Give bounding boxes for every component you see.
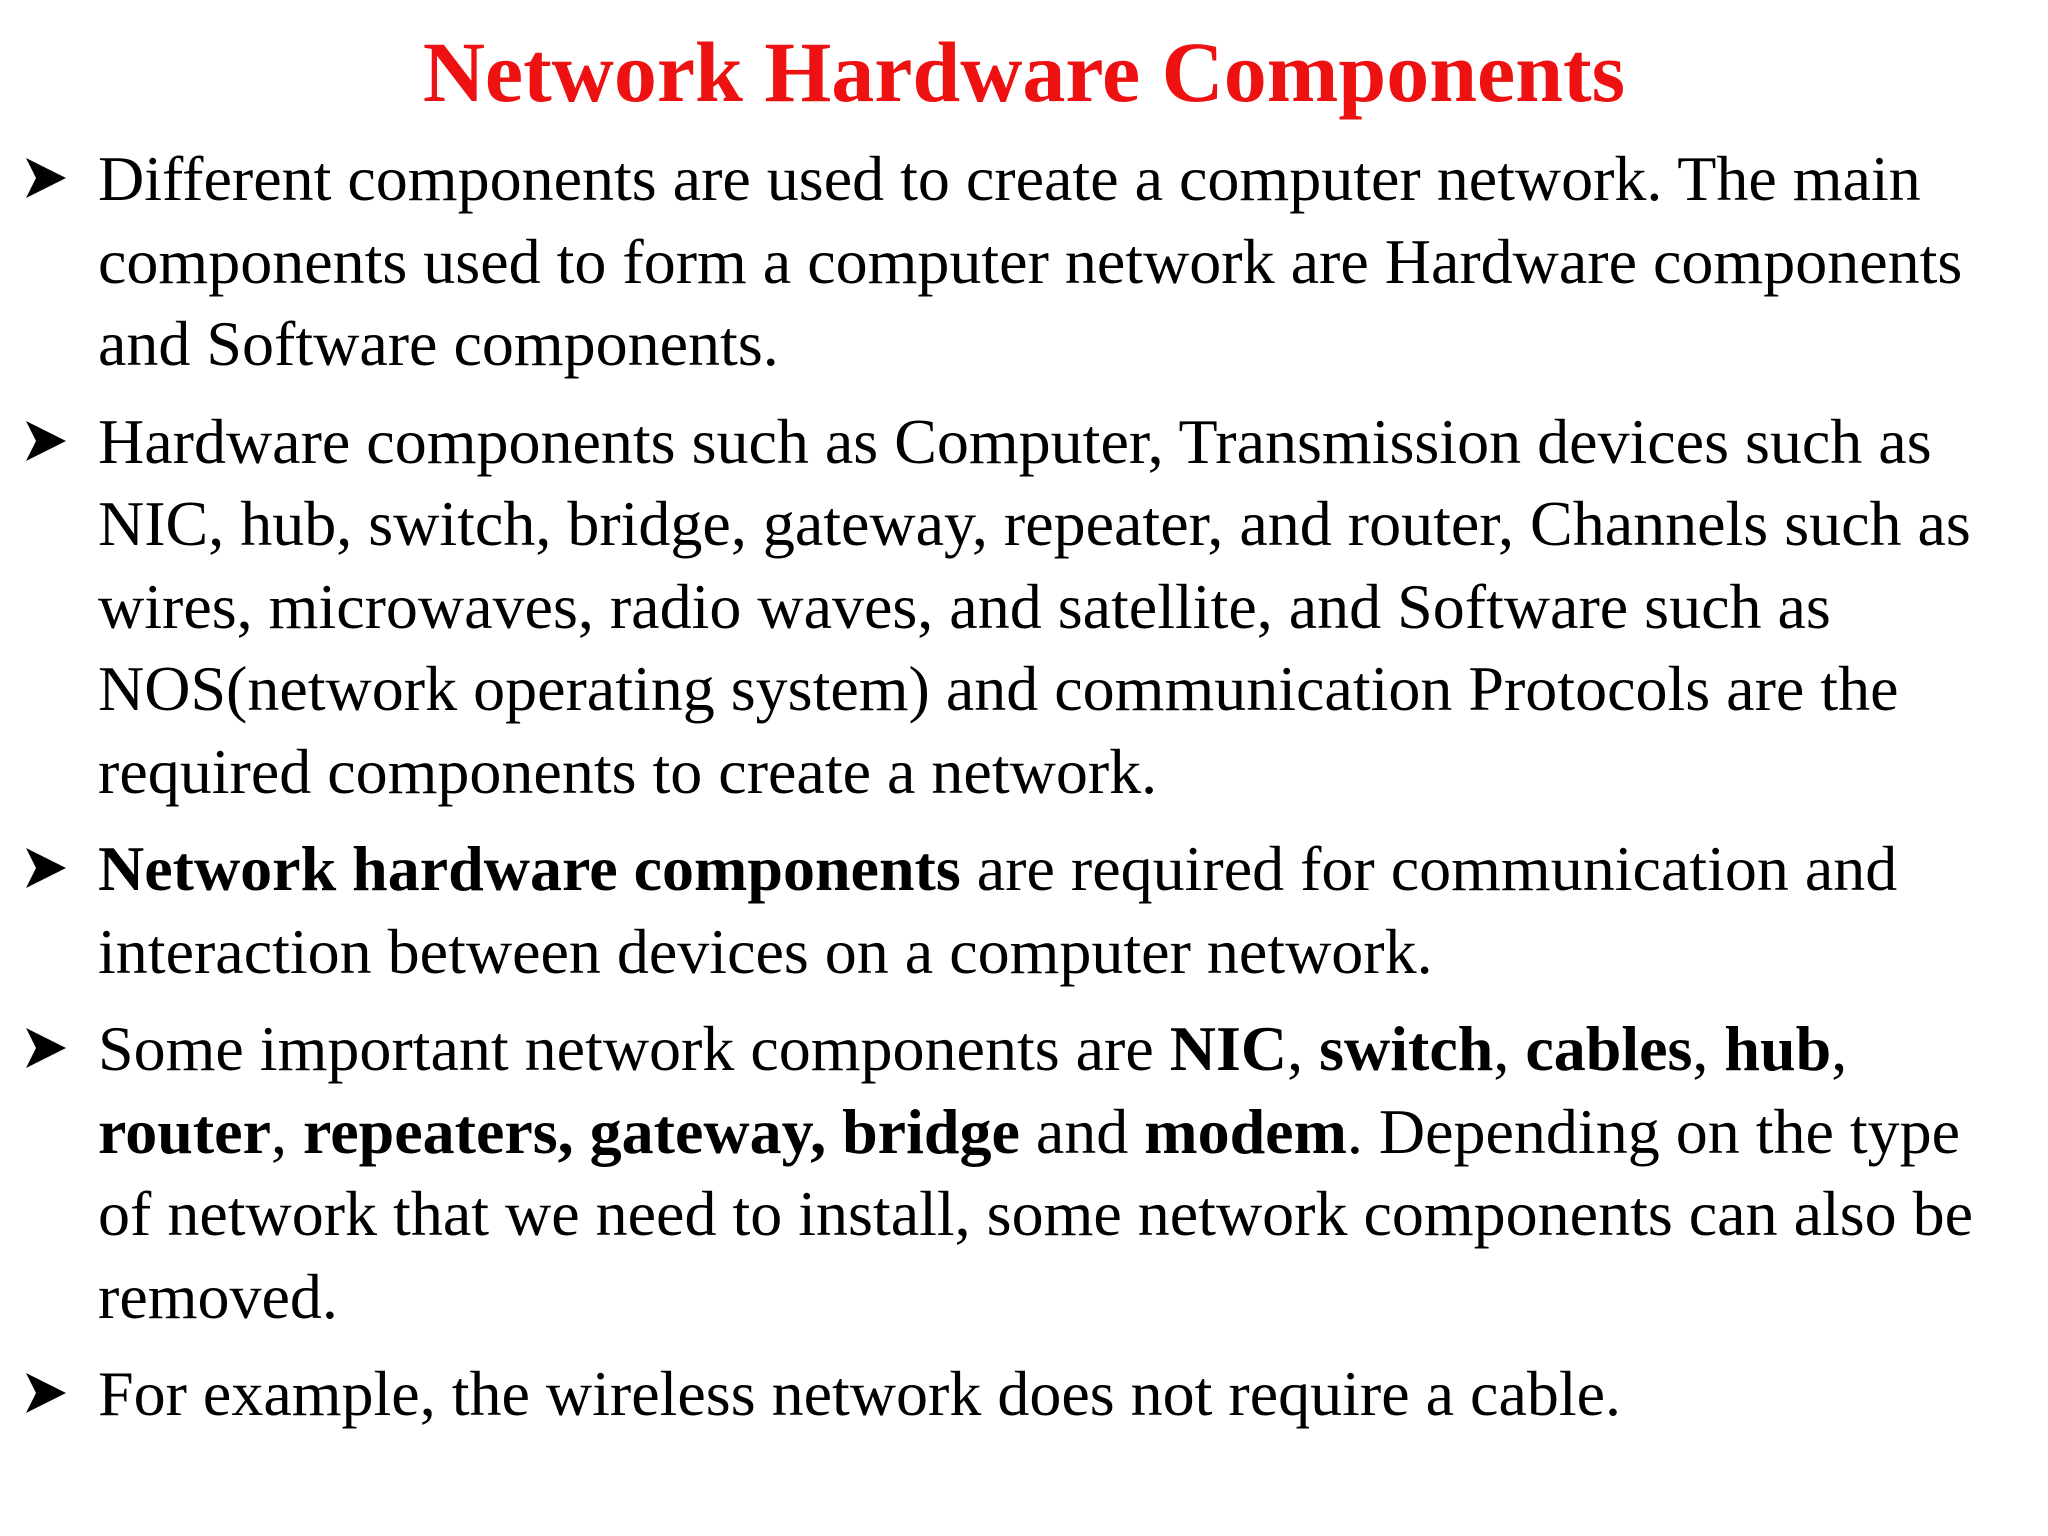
bullet-list: Different components are used to create … (0, 138, 2048, 1451)
separator: , (1831, 1013, 1848, 1084)
bullet-text: . Depending on the type of network that … (98, 1095, 1974, 1332)
bullet-text: Some important network components are (98, 1013, 1170, 1084)
bullet-text: Hardware components such as Computer, Tr… (98, 405, 1971, 807)
arrow-bullet-icon (24, 1026, 68, 1070)
bullet-item-2: Hardware components such as Computer, Tr… (0, 401, 2048, 814)
separator: , (270, 1095, 303, 1167)
arrow-bullet-icon (24, 846, 68, 890)
separator: , (1287, 1013, 1320, 1084)
bullet-text: For example, the wireless network does n… (98, 1358, 1622, 1429)
separator: , (1493, 1013, 1526, 1084)
component-hub: hub (1724, 1013, 1832, 1084)
bullet-item-4: Some important network components are NI… (0, 1008, 2048, 1338)
bullet-bold-lead: Network hardware components (98, 833, 961, 904)
bullet-item-3: Network hardware components are required… (0, 828, 2048, 993)
bullet-item-1: Different components are used to create … (0, 138, 2048, 386)
component-modem: modem (1144, 1095, 1347, 1167)
bullet-item-5: For example, the wireless network does n… (0, 1353, 2048, 1436)
arrow-bullet-icon (24, 1371, 68, 1415)
separator: and (1019, 1095, 1145, 1167)
bullet-text: Different components are used to create … (98, 143, 1963, 379)
component-repeaters-gateway-bridge: repeaters, gateway, bridge (302, 1095, 1020, 1167)
separator: , (1692, 1013, 1725, 1084)
component-cables: cables (1525, 1013, 1693, 1084)
arrow-bullet-icon (24, 419, 68, 463)
component-nic: NIC (1169, 1013, 1288, 1084)
component-router: router (98, 1095, 271, 1167)
bullet-text: are required for communication and inter… (98, 833, 1898, 987)
slide-title: Network Hardware Components (422, 24, 1626, 120)
component-switch: switch (1319, 1013, 1494, 1084)
arrow-bullet-icon (24, 156, 68, 200)
